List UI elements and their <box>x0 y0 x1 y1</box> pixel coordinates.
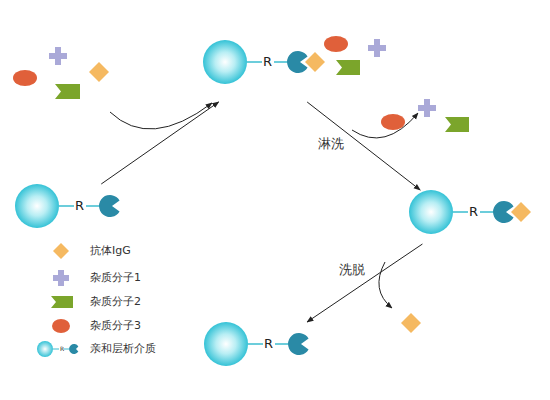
legend-text: 杂质分子3 <box>90 319 141 333</box>
bead <box>409 190 453 234</box>
impurity-swatch <box>36 290 86 314</box>
bound-antibody <box>511 202 531 222</box>
impurity-3 <box>13 70 37 86</box>
r-group-label: R <box>469 204 478 220</box>
impurity-1 <box>418 99 436 117</box>
bead <box>15 184 59 228</box>
ligand <box>287 51 308 73</box>
linker <box>248 343 263 345</box>
impurity-2 <box>445 117 469 132</box>
process-arrow <box>101 102 218 184</box>
wash-curve <box>352 113 418 138</box>
antibody-igg <box>89 62 109 82</box>
impurity-3 <box>381 114 405 130</box>
antibody-igg <box>401 313 421 333</box>
bead <box>204 322 248 366</box>
ligand <box>99 195 120 217</box>
linker <box>86 205 100 207</box>
step-label: 淋洗 <box>318 136 344 152</box>
legend-color <box>53 270 69 286</box>
linker <box>274 61 288 63</box>
legend-text: 抗体IgG <box>90 244 131 258</box>
r-group-label: R <box>60 345 64 353</box>
bound-antibody <box>305 52 325 72</box>
r-group-label: R <box>264 336 273 352</box>
legend-text: 杂质分子2 <box>90 295 141 309</box>
feed-curve <box>110 103 212 129</box>
process-arrow <box>307 244 422 322</box>
impurity-swatch <box>36 314 86 338</box>
linker <box>453 211 468 213</box>
impurity-swatch <box>36 266 86 290</box>
impurity-1 <box>49 47 67 65</box>
legend-color <box>53 243 69 259</box>
impurity-2 <box>336 60 360 75</box>
linker <box>59 205 74 207</box>
step-label: 洗脱 <box>339 262 365 278</box>
process-arrow <box>307 102 420 190</box>
medium-state: R <box>204 322 316 366</box>
bead <box>203 40 247 84</box>
legend-text: 亲和层析介质 <box>90 342 156 356</box>
impurity-3 <box>324 36 348 52</box>
medium-state: R <box>15 184 127 228</box>
legend-color <box>52 319 70 333</box>
linker <box>247 61 262 63</box>
linker <box>480 211 494 213</box>
linker <box>275 343 289 345</box>
medium-state: R <box>203 40 315 102</box>
r-group-label: R <box>263 54 272 70</box>
legend-color <box>51 296 73 308</box>
antibody-swatch <box>36 239 86 263</box>
ligand <box>288 333 309 355</box>
r-group-label: R <box>75 198 84 214</box>
medium-state: R <box>409 190 521 244</box>
legend-text: 杂质分子1 <box>90 271 141 285</box>
impurity-2 <box>55 84 80 99</box>
impurity-1 <box>368 39 386 57</box>
ligand <box>493 201 514 223</box>
